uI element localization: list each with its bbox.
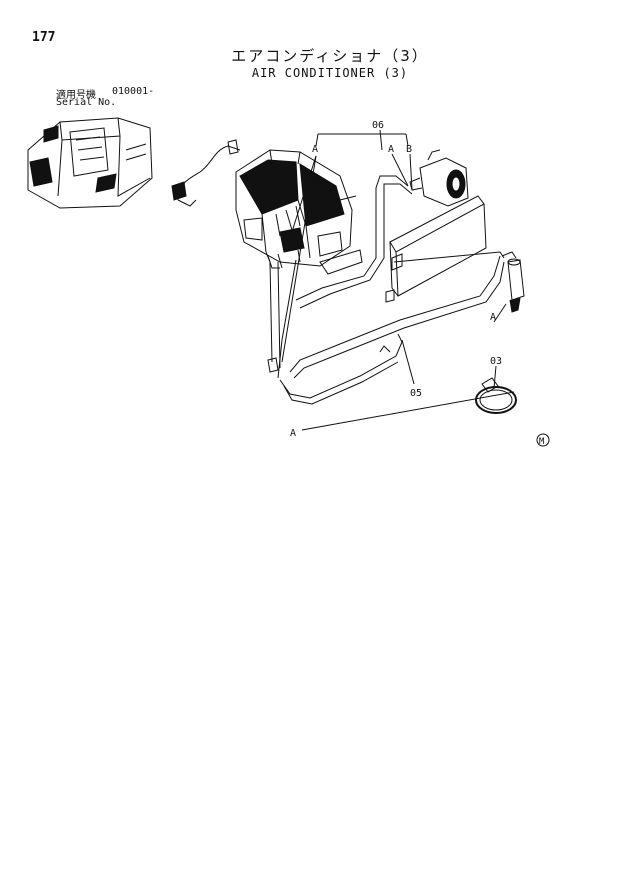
leader-lines — [281, 129, 515, 431]
callout-ref-a: A — [290, 428, 296, 439]
page-number: 177 — [32, 30, 56, 45]
receiver-drier — [501, 251, 525, 313]
circled-m-mark: M — [536, 433, 550, 447]
hose-clamp — [475, 377, 517, 414]
callout-ref-b: B — [406, 144, 412, 155]
page-title-english: AIR CONDITIONER (3) — [251, 66, 409, 80]
callout-ref-a: A — [490, 312, 496, 323]
page-title-japanese: エアコンディショナ（3） — [231, 47, 429, 65]
callout-03: 03 — [490, 356, 502, 367]
callout-ref-a: A — [388, 144, 394, 155]
callout-06: 06 — [372, 120, 384, 131]
serial-range: 010001- — [112, 86, 155, 97]
condenser — [385, 195, 487, 303]
serial-label-japanese: 適用号機 — [56, 90, 96, 101]
refrigerant-hoses — [279, 175, 505, 405]
compressor — [409, 149, 469, 207]
serial-label-english: Serial No. — [56, 97, 117, 108]
excavator-thumbnail — [27, 117, 153, 209]
callout-ref-a: A — [312, 144, 318, 155]
mark-m-label: M — [539, 437, 545, 447]
drain-hoses — [267, 259, 297, 379]
wiring-harness — [171, 139, 241, 207]
air-conditioner-unit — [235, 149, 363, 275]
callout-05: 05 — [410, 388, 422, 399]
